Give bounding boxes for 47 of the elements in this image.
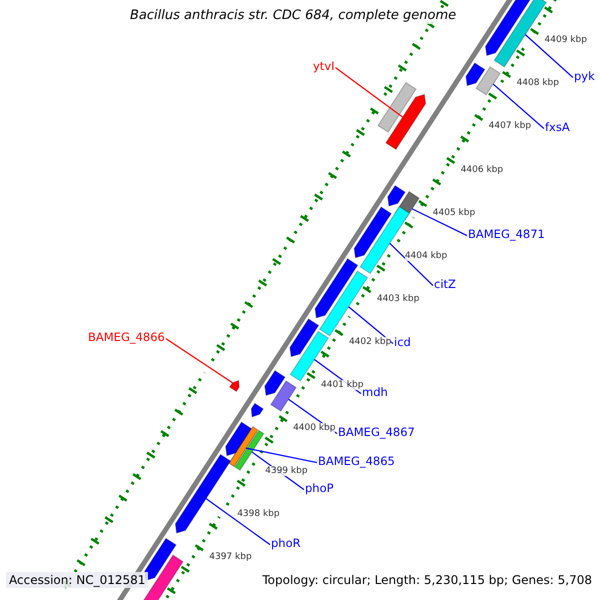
genome-summary: Topology: circular; Length: 5,230,115 bp; Genes: 5,708 xyxy=(262,573,592,588)
gene-label: mdh xyxy=(362,386,388,400)
gene-label: ytvI xyxy=(313,60,335,74)
gene-label: BAMEG_4866 xyxy=(88,331,165,345)
title: Bacillus anthracis str. CDC 684, complete genome xyxy=(130,8,456,24)
gene-label: phoP xyxy=(305,482,334,496)
gene-label: pyk xyxy=(574,70,595,84)
leader-line xyxy=(246,448,318,464)
tick-label: 4404 kbp xyxy=(404,250,448,262)
gene-label: BAMEG_4871 xyxy=(468,228,545,242)
gene-label: BAMEG_4867 xyxy=(338,426,415,440)
leader-line xyxy=(492,84,544,130)
gene-feature xyxy=(270,380,297,412)
leader-line xyxy=(348,306,394,344)
accession-note: Accession: NC_012581 xyxy=(6,572,148,588)
gene-label: citZ xyxy=(434,278,456,292)
gene-label: icd xyxy=(394,336,411,350)
gene-feature xyxy=(494,0,547,68)
leader-line xyxy=(335,67,403,118)
gene-feature xyxy=(228,426,259,468)
gene-label: fxsA xyxy=(545,121,570,135)
gene-feature xyxy=(385,94,426,150)
tick-label: 4397 kbp xyxy=(209,552,252,563)
leader-line xyxy=(206,498,270,546)
tick-label: 4398 kbp xyxy=(237,508,280,520)
tick-label: 4407 kbp xyxy=(488,121,532,132)
tick-label: 4401 kbp xyxy=(321,380,364,390)
tick-label: 4399 kbp xyxy=(265,466,308,476)
gene-feature xyxy=(174,454,232,534)
gene-label: phoR xyxy=(271,537,301,551)
gene-feature xyxy=(318,270,368,336)
tick-label: 4409 kbp xyxy=(544,35,587,46)
tick-label: 4402 kbp xyxy=(348,336,392,348)
tick-label: 4405 kbp xyxy=(432,208,476,218)
gene-feature xyxy=(234,430,264,471)
leader-line xyxy=(524,34,574,78)
tick-label: 4406 kbp xyxy=(460,164,504,176)
gene-feature xyxy=(475,66,501,96)
tick-label: 4400 kbp xyxy=(293,422,336,434)
leader-line xyxy=(389,242,434,286)
tick-label: 4408 kbp xyxy=(516,78,559,90)
tick-label: 4403 kbp xyxy=(376,294,420,304)
gene-label: BAMEG_4865 xyxy=(318,455,395,469)
leader-line xyxy=(166,338,233,384)
gene-feature xyxy=(228,380,240,392)
gene-feature xyxy=(290,330,329,382)
leader-line xyxy=(412,208,468,236)
